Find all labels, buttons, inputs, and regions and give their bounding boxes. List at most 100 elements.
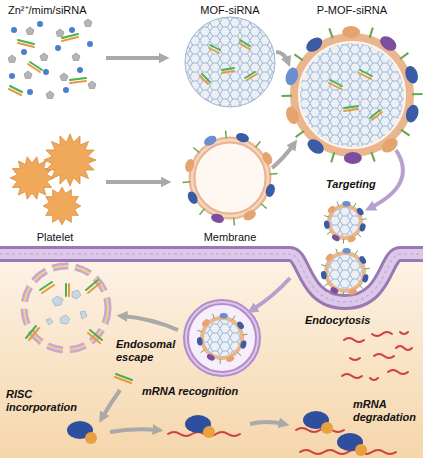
mim-molecules [8, 19, 96, 99]
targeting-particle [323, 201, 366, 244]
process-arrows [122, 316, 178, 330]
endocytosis-particle [336, 249, 338, 254]
sirna-strands [62, 37, 78, 41]
membrane-vesicle [261, 204, 267, 209]
mof-particle [185, 17, 275, 107]
platelets [43, 187, 81, 225]
risc-complexes [203, 426, 215, 438]
risc-complexes [67, 411, 367, 456]
targeting-particle [327, 205, 337, 215]
targeting-particle [331, 233, 341, 242]
mrna-fragments [372, 332, 392, 336]
uptake-arrows [252, 278, 290, 310]
zinc-ions [21, 49, 27, 55]
p-mof-particle [300, 43, 404, 147]
p-mof-particle [303, 34, 325, 54]
p-mof-particle [342, 26, 360, 38]
endocytosis-particle [365, 268, 370, 270]
mim-molecules [56, 29, 64, 37]
endocytosis-particle [360, 286, 364, 289]
p-mof-particle [282, 95, 293, 97]
mim-molecules [24, 71, 32, 79]
membrane-vesicle [184, 158, 196, 173]
membrane-vesicle [225, 131, 227, 139]
p-mof-particle [359, 73, 371, 79]
endocytosis-particle [328, 255, 362, 289]
p-mof-particle [371, 152, 374, 162]
process-arrows [102, 390, 120, 418]
zinc-ions [69, 27, 75, 33]
mim-molecules [40, 53, 48, 61]
membrane-vesicle [183, 181, 191, 183]
process-arrows [250, 422, 284, 424]
membrane-vesicle [210, 212, 225, 224]
endocytosis-particle [320, 248, 369, 297]
membrane-vesicle [192, 140, 268, 216]
targeting-particle [358, 234, 362, 237]
targeting-particle [343, 239, 344, 244]
zinc-ions [43, 69, 49, 75]
p-mof-particle [282, 26, 423, 164]
cytoplasm [0, 254, 423, 458]
targeting-particle [359, 223, 367, 233]
mrna-fragments [396, 346, 412, 350]
p-mof-particle [331, 152, 334, 162]
endosome [213, 314, 215, 319]
endocytosis-particle [358, 255, 367, 265]
endosomal-escape [80, 311, 87, 319]
risc-complexes [185, 415, 215, 438]
process-arrows [276, 52, 288, 62]
membrane-vesicle [200, 209, 205, 215]
endosome [236, 320, 245, 330]
membrane-vesicle [260, 150, 274, 166]
endosomal-escape [88, 283, 100, 293]
p-mof-particle [400, 53, 408, 59]
p-mof-particle [294, 37, 410, 153]
endosomal-escape [52, 296, 63, 306]
mrna-fragments [374, 354, 394, 358]
membrane-vesicle [202, 134, 218, 148]
mof-particle [185, 17, 275, 107]
p-mof-particle [404, 103, 421, 124]
membrane-vesicle [193, 148, 199, 153]
mof-particle [185, 17, 275, 107]
endocytosis-particle [321, 265, 326, 267]
cytoplasm [0, 254, 423, 458]
zinc-ions [77, 67, 83, 73]
endosomal-escape [46, 318, 53, 325]
endosome [219, 313, 228, 319]
endosome [196, 313, 247, 364]
step-label: mRNA degradation [353, 398, 419, 424]
part-label: MOF-siRNA [200, 4, 259, 17]
endosomal-escape [60, 315, 70, 324]
membrane-vesicle [192, 140, 268, 216]
endosomal-escape [40, 282, 52, 290]
mrna-fragments [342, 332, 412, 380]
endocytosis-particle [342, 248, 351, 254]
endosome [204, 320, 240, 356]
platelets [44, 134, 96, 186]
risc-complexes [85, 432, 97, 444]
endocytosis-particle [355, 250, 358, 254]
p-mof-particle [370, 28, 373, 38]
p-mof-particle [329, 70, 382, 120]
mrna-fragments [342, 374, 362, 378]
p-mof-particle [377, 33, 399, 53]
endocytosis-particle [324, 252, 334, 262]
p-mof-particle [283, 66, 300, 87]
endosome [220, 359, 221, 364]
membrane-vesicle [235, 132, 250, 144]
sirna-strands [18, 43, 34, 47]
sirna-strands [70, 78, 86, 80]
p-mof-particle [401, 130, 410, 136]
p-mof-particle [284, 105, 301, 126]
endocytosis-particle [348, 288, 358, 296]
endosomal-escape [26, 280, 132, 383]
membrane-vesicle [270, 173, 278, 175]
cell-membrane [0, 254, 423, 302]
p-mof-particle [344, 109, 358, 111]
endocytosis-particle [324, 283, 328, 286]
mof-particle [200, 40, 257, 84]
step-label: Targeting [326, 178, 376, 191]
